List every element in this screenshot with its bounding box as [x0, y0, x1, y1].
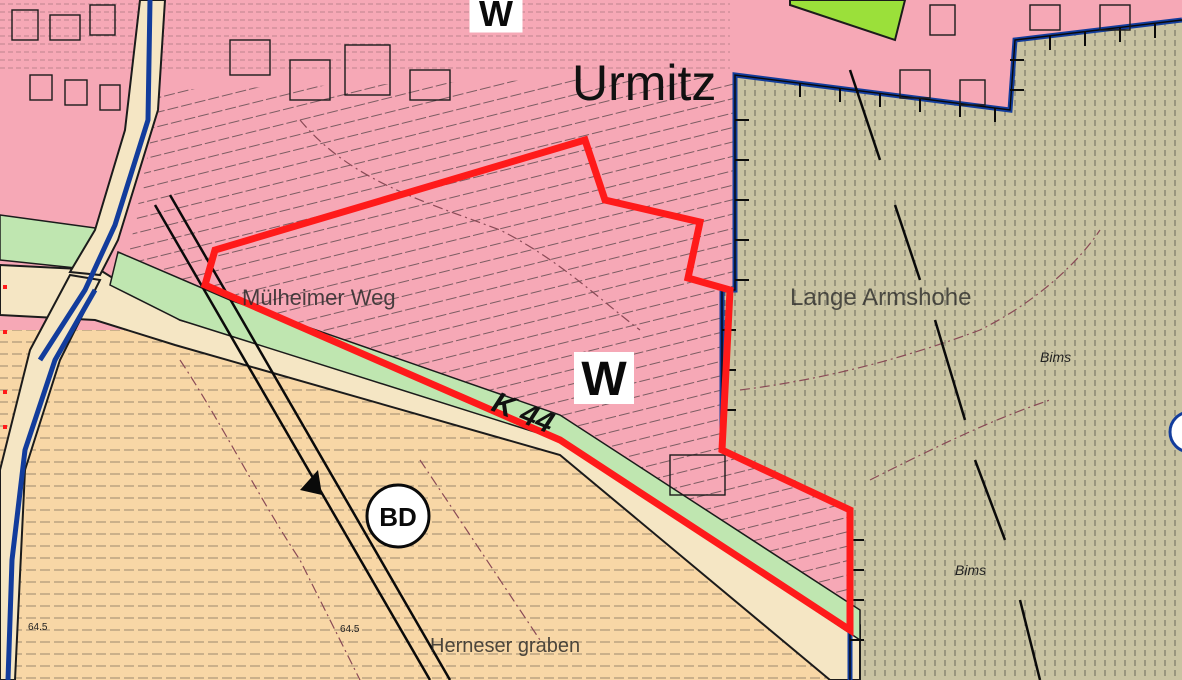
spot-height-2: 64.5	[340, 624, 360, 635]
bims-label-2: Bims	[955, 562, 986, 578]
map-symbol-edge	[1168, 412, 1182, 452]
place-name-label: Urmitz	[572, 55, 716, 111]
svg-text:W: W	[479, 0, 513, 34]
street-name-label: Mülheimer Weg	[242, 285, 396, 310]
spot-height-1: 64.5	[28, 622, 48, 633]
green-area	[789, 0, 907, 42]
north-road-corridor	[68, 0, 167, 277]
blue-boundary-north	[37, 0, 153, 362]
svg-text:BD: BD	[379, 502, 417, 532]
plan-boundary	[200, 135, 854, 637]
area-name-label: Lange Armshohe	[790, 284, 971, 311]
utility-lines	[153, 69, 1042, 680]
zone-label-w-center: W	[574, 352, 634, 406]
blue-boundary-south	[5, 288, 98, 680]
ditch-name-label: Herneser graben	[430, 635, 580, 657]
direction-arrow	[300, 470, 322, 495]
bims-label-1: Bims	[1040, 349, 1071, 365]
zone-label-bd: BD	[365, 483, 431, 549]
boundary-dots	[3, 285, 7, 429]
svg-text:W: W	[581, 353, 627, 406]
contour-lines	[179, 119, 1101, 680]
boundary-ticks	[722, 24, 1156, 641]
zone-label-w-top: W	[469, 0, 523, 34]
buildings	[11, 4, 1131, 496]
